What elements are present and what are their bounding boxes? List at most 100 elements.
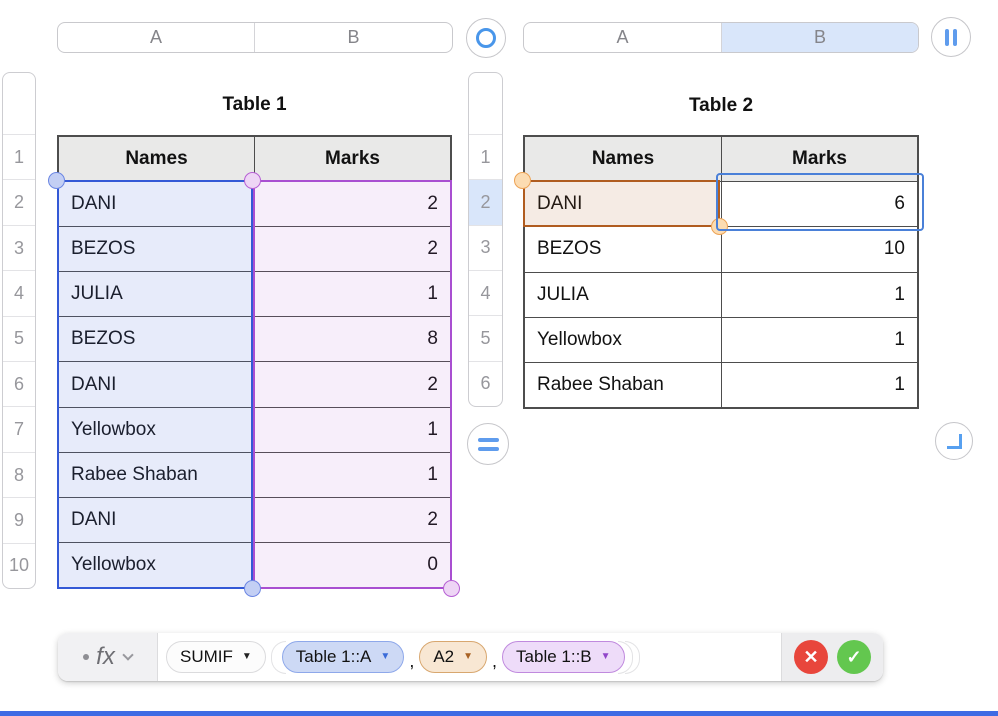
table1-row-number[interactable]: 6 (3, 361, 35, 406)
table1-title: Table 1 (222, 94, 287, 115)
table2-cell-mark[interactable]: 1 (894, 373, 905, 395)
table1-cell-name[interactable]: DANI (59, 182, 255, 227)
table2-row: Yellowbox 1 (525, 316, 917, 362)
table2-row-handle-button[interactable] (467, 423, 509, 465)
table2-row-gutter: 1 2 3 4 5 6 (468, 72, 503, 407)
table1-cell-name[interactable]: BEZOS (59, 227, 255, 272)
table2-cell-name[interactable]: Rabee Shaban (525, 362, 722, 408)
range-token-label: Table 1::A (295, 647, 372, 666)
chevron-down-icon[interactable] (122, 649, 134, 661)
orange-range-handle-top[interactable] (514, 172, 531, 189)
table1-cell-mark[interactable]: 2 (427, 238, 438, 260)
table2-cell-mark[interactable]: 10 (883, 238, 905, 260)
table1-cell-mark[interactable]: 2 (427, 193, 438, 215)
table1-row-number[interactable]: 2 (3, 179, 35, 224)
equals-bars-icon (477, 437, 499, 451)
table2-column-a-header[interactable]: A (616, 27, 629, 47)
condition-token-a2[interactable]: A2 ▼ (419, 641, 488, 673)
formula-expression[interactable]: SUMIF ▼ Table 1::A ▼ , A2 ▼ , Table 1::B… (158, 633, 781, 681)
table2-cell-name[interactable]: Yellowbox (525, 317, 722, 362)
bullet-dot-icon (83, 654, 90, 660)
table2-row-number[interactable]: 5 (469, 315, 502, 360)
table1-row: Rabee Shaban 1 (59, 451, 450, 497)
table1-cell-mark[interactable]: 1 (427, 463, 438, 485)
table1-cell-name[interactable]: DANI (59, 362, 255, 407)
formula-action-buttons: ✕ ✓ (781, 633, 883, 681)
table1-cell-name[interactable]: Yellowbox (59, 542, 255, 587)
table2-title: Table 2 (688, 95, 754, 116)
table2-cell-name[interactable]: DANI (525, 182, 722, 227)
table2-row-number[interactable]: 4 (469, 269, 502, 315)
table1-cell-mark[interactable]: 1 (427, 418, 438, 440)
table1-header-names[interactable]: Names (59, 137, 255, 182)
table1-cell-mark[interactable]: 0 (427, 553, 438, 575)
table1-column-a-header[interactable]: A (149, 27, 162, 47)
blue-range-handle-top[interactable] (48, 172, 65, 189)
table2-header-names[interactable]: Names (525, 137, 722, 182)
table1-row-number[interactable]: 9 (3, 497, 35, 542)
table1-column-letter-bar: A B (57, 22, 453, 53)
table2-row-number-selected[interactable]: 2 (469, 179, 502, 225)
table1-row-number[interactable]: 1 (3, 134, 35, 179)
table1-row-number[interactable]: 3 (3, 224, 35, 270)
range-token-table1-a[interactable]: Table 1::A ▼ (281, 641, 405, 673)
function-token-sumif[interactable]: SUMIF ▼ (166, 641, 266, 673)
table1: Names Marks DANI 2 BEZOS 2 JULIA 1 BEZOS… (57, 135, 452, 589)
table1-cell-name[interactable]: JULIA (59, 272, 255, 317)
close-paren-icon (624, 640, 640, 674)
table2-header-marks[interactable]: Marks (792, 148, 847, 170)
circle-icon (476, 28, 496, 48)
table2-row: DANI 6 (525, 181, 917, 227)
range-token-label: Table 1::B (516, 647, 592, 666)
table1-row-number[interactable]: 8 (3, 451, 35, 497)
table1-cell-mark[interactable]: 2 (427, 508, 438, 530)
purple-range-handle-bottom[interactable] (443, 580, 460, 597)
accept-button[interactable]: ✓ (837, 640, 871, 674)
table1-row-number[interactable]: 5 (3, 315, 35, 361)
table1-cell-name[interactable]: BEZOS (59, 317, 255, 362)
range-token-table1-b[interactable]: Table 1::B ▼ (502, 641, 625, 673)
fx-icon: fx (96, 643, 115, 670)
table1-cell-mark[interactable]: 2 (427, 373, 438, 395)
table1-row-number[interactable]: 7 (3, 406, 35, 451)
table2-column-handle-button[interactable] (931, 17, 971, 57)
formula-function-section[interactable]: fx (58, 633, 158, 681)
table1-row-number[interactable]: 10 (3, 542, 35, 588)
table1-column-b-header[interactable]: B (254, 23, 452, 52)
table2-row-number[interactable]: 1 (469, 134, 502, 179)
table1-cell-name[interactable]: DANI (59, 497, 255, 542)
comma-separator: , (409, 650, 415, 671)
table2-cell-mark-editing[interactable]: 6 (894, 193, 905, 215)
table2-column-letter-bar: A B (523, 22, 919, 53)
table2: Names Marks DANI 6 BEZOS 10 JULIA 1 Yell… (523, 135, 919, 409)
table2-resize-handle-button[interactable] (935, 422, 973, 460)
table1-row: BEZOS 2 (59, 226, 450, 272)
blue-range-handle-bottom[interactable] (244, 580, 261, 597)
table2-column-b-header-selected[interactable]: B (721, 23, 918, 52)
check-icon: ✓ (846, 646, 862, 667)
table2-row: Rabee Shaban 1 (525, 361, 917, 408)
table1-cell-mark[interactable]: 1 (427, 283, 438, 305)
table1-row: BEZOS 8 (59, 316, 450, 362)
table1-header-marks[interactable]: Marks (325, 148, 380, 170)
table1-cell-mark[interactable]: 8 (427, 328, 438, 350)
purple-range-handle-top[interactable] (244, 172, 261, 189)
cancel-button[interactable]: ✕ (794, 640, 828, 674)
table2-row-number[interactable]: 6 (469, 360, 502, 406)
table1-cell-name[interactable]: Rabee Shaban (59, 452, 255, 497)
table1-select-handle-button[interactable] (466, 18, 506, 58)
table1-cell-name[interactable]: Yellowbox (59, 407, 255, 452)
bottom-edge-line (0, 711, 998, 716)
table2-cell-name[interactable]: JULIA (525, 272, 722, 317)
active-formula-cell-outline (716, 173, 924, 231)
gutter-blank-cell (3, 73, 35, 134)
triangle-down-icon: ▼ (380, 651, 391, 662)
triangle-down-icon: ▼ (463, 651, 474, 662)
table1-row-number[interactable]: 4 (3, 270, 35, 315)
table2-cell-mark[interactable]: 1 (894, 283, 905, 305)
table1-row: Yellowbox 1 (59, 406, 450, 452)
table2-cell-name[interactable]: BEZOS (525, 227, 722, 272)
table2-row-number[interactable]: 3 (469, 224, 502, 270)
table2-cell-mark[interactable]: 1 (894, 328, 905, 350)
